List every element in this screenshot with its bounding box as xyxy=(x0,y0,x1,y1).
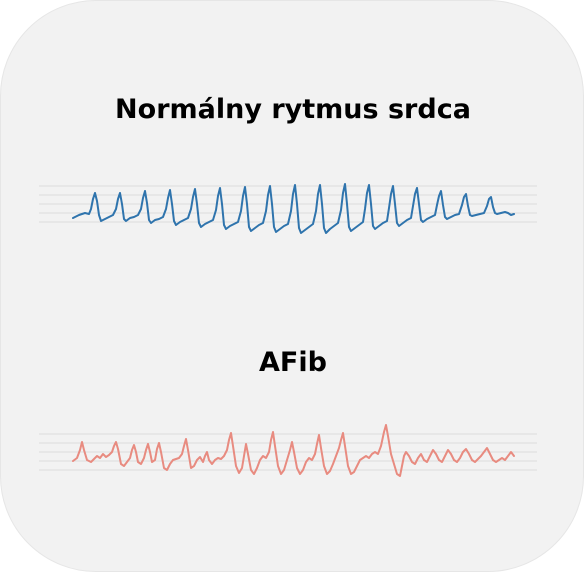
normal-ecg-trace xyxy=(72,183,515,234)
afib-title: AFib xyxy=(259,347,327,378)
normal-ecg-strip xyxy=(39,183,537,234)
afib-ecg-strip xyxy=(39,424,537,477)
afib-ecg-trace xyxy=(72,424,515,477)
normal-rhythm-title: Normálny rytmus srdca xyxy=(115,94,471,125)
